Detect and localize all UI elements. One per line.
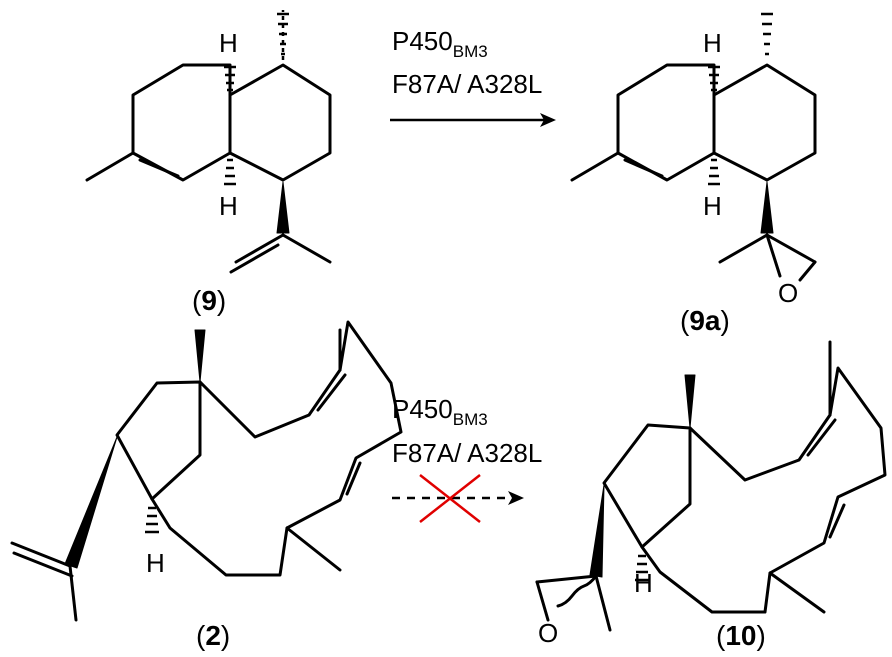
- o-atom: O: [538, 618, 558, 648]
- h-atom: H: [146, 548, 165, 578]
- reagent-enzyme-2: P450BM3: [392, 394, 488, 429]
- h-atom-top: H: [703, 28, 722, 58]
- reaction-arrow-1: P450BM3 F87A/ A328L: [390, 26, 556, 127]
- h-atom: H: [634, 568, 653, 598]
- compound-label-10: (10): [716, 620, 766, 651]
- molecule-2: H: [10, 320, 403, 622]
- compound-label-9a: (9a): [680, 305, 730, 336]
- reagent-enzyme-1: P450BM3: [392, 26, 488, 61]
- o-atom: O: [778, 278, 798, 308]
- reagent-mutations-2: F87A/ A328L: [392, 438, 542, 468]
- h-atom-bottom: H: [219, 191, 238, 221]
- h-atom-bottom: H: [703, 191, 722, 221]
- h-atom-top: H: [219, 28, 238, 58]
- reaction-arrow-2-blocked: P450BM3 F87A/ A328L: [392, 394, 542, 523]
- reagent-mutations-1: F87A/ A328L: [392, 69, 542, 99]
- molecule-9a: H H O: [570, 12, 817, 308]
- molecule-9: H H: [85, 10, 332, 274]
- compound-label-2: (2): [196, 620, 230, 651]
- molecule-10: H O: [535, 340, 887, 648]
- compound-label-9: (9): [192, 285, 226, 316]
